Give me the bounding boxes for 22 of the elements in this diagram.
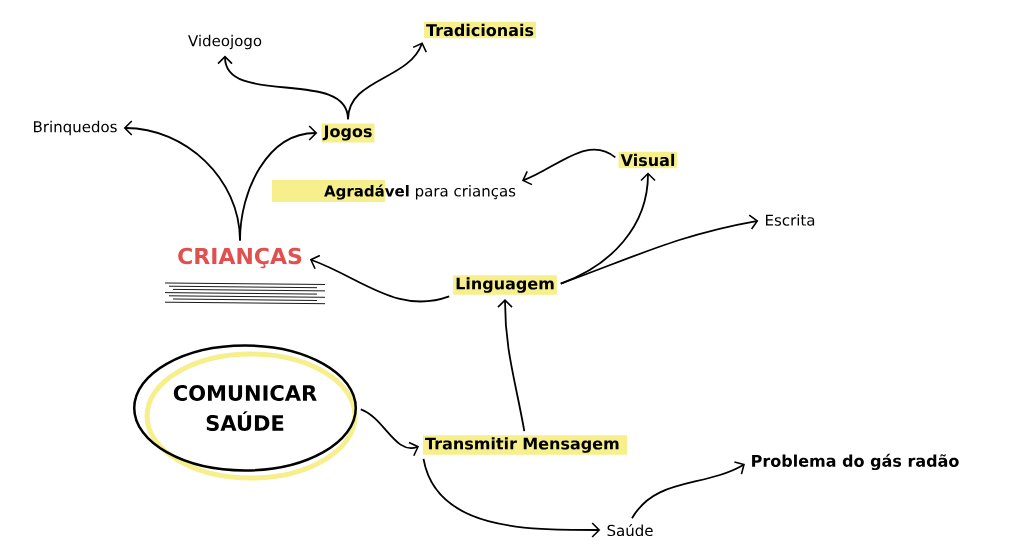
arrow <box>422 458 601 538</box>
highlighted-label: Transmitir Mensagem <box>423 435 627 455</box>
arrow <box>521 148 617 186</box>
label: Brinquedos <box>34 120 117 136</box>
label: Escrita <box>766 214 815 226</box>
arrow <box>123 120 241 242</box>
label: Agradável para crianças <box>272 180 516 202</box>
label: Videojogo <box>188 34 262 50</box>
highlighted-label: Tradicionais <box>424 21 536 39</box>
arrow <box>559 214 759 285</box>
arrow <box>347 42 428 121</box>
highlighted-label: Linguagem <box>453 275 557 295</box>
circled-title: COMUNICAR SAÚDE <box>132 344 358 481</box>
label: Saúde <box>607 523 653 537</box>
highlighted-label: Visual <box>618 151 678 169</box>
arrow <box>309 254 451 303</box>
arrow <box>359 408 420 457</box>
highlighted-label: Jogos <box>321 123 375 143</box>
arrow <box>631 461 745 520</box>
label: Problema do gás radão <box>752 453 959 471</box>
handwritten-label: CRIANÇAS <box>178 247 302 269</box>
arrow <box>497 299 526 432</box>
